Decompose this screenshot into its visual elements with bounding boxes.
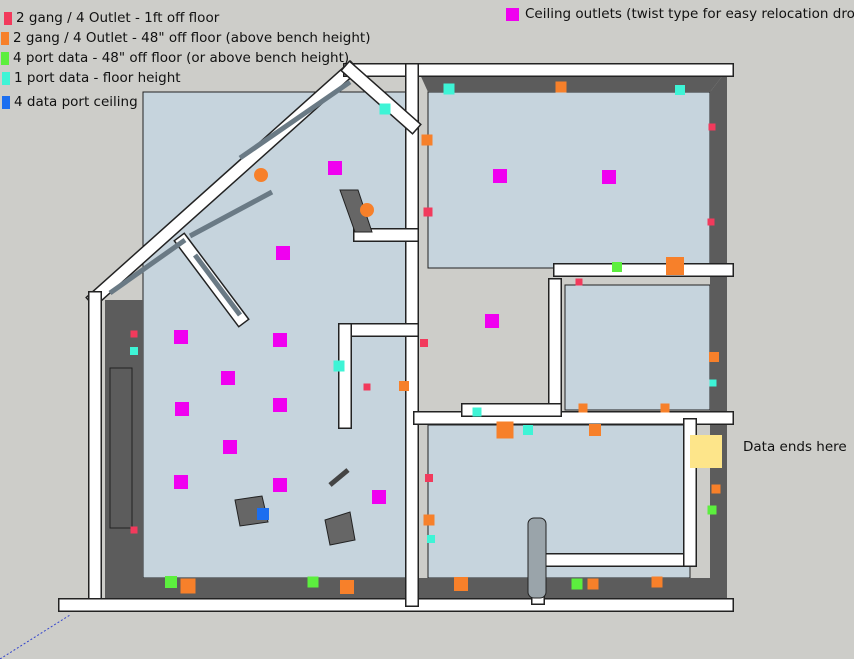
outlet-high-marker [421, 134, 433, 146]
wall-top [87, 62, 358, 306]
window [238, 79, 352, 161]
ceiling-outlet-marker [273, 333, 287, 347]
window [193, 253, 242, 317]
data-1port-marker [709, 379, 717, 387]
ceiling-outlet-marker [372, 490, 386, 504]
ceiling-outlet-marker [493, 169, 507, 183]
legend-data-1port: 1 port data - floor height [2, 70, 181, 86]
floor-bottom-right-room [427, 424, 691, 579]
outlet-high-marker [340, 580, 354, 594]
outlet-low-marker [425, 474, 433, 482]
swatch-red [4, 11, 12, 25]
legend-ceiling-outlet: Ceiling outlets (twist type for easy rel… [506, 6, 854, 22]
column [324, 511, 356, 546]
outlet-low-marker [420, 339, 428, 347]
data-1port-marker [379, 103, 391, 115]
outlet-high-marker [496, 421, 514, 439]
outlet-high-marker [589, 424, 601, 436]
ceiling-outlet-marker [174, 330, 188, 344]
outlet-low-marker [423, 207, 433, 217]
outlet-high-marker [180, 578, 196, 594]
data-1port-marker [333, 360, 345, 372]
ceiling-outlet-marker [328, 161, 342, 175]
outlet-high-round-marker [254, 168, 268, 182]
post [328, 468, 350, 487]
outlet-high-marker [555, 81, 567, 93]
legend-data-4port: 4 port data - 48" off floor (or above be… [1, 50, 349, 66]
outlet-high-marker [423, 514, 435, 526]
data-1port-marker [130, 347, 138, 355]
data-ends-marker [690, 435, 722, 468]
outlet-high-round-marker [360, 203, 374, 217]
legend-outlet-low: 2 gang / 4 Outlet - 1ft off floor [4, 10, 219, 26]
ceiling-outlet-marker [485, 314, 499, 328]
data-4port-marker [165, 576, 177, 588]
ceiling-outlet-marker [602, 170, 616, 184]
axis-line [0, 614, 71, 659]
floor-middle-right-room [564, 284, 711, 411]
window [108, 237, 187, 296]
outlet-low-marker [575, 278, 583, 286]
door-outline [109, 367, 133, 529]
outlet-low-marker [707, 218, 715, 226]
data-1port-marker [443, 83, 455, 95]
outlet-high-marker [711, 484, 721, 494]
data-4port-marker [571, 578, 583, 590]
swatch-green [1, 51, 9, 65]
swatch-cyan [2, 71, 10, 85]
ceiling-outlet-marker [223, 440, 237, 454]
outlet-low-marker [708, 123, 716, 131]
data-4port-marker [612, 262, 622, 272]
outlet-low-marker [130, 526, 138, 534]
swatch-blue [2, 95, 10, 109]
wall-left [105, 300, 143, 598]
outlet-low-marker [363, 383, 371, 391]
data-4port-marker [707, 505, 717, 515]
outlet-high-marker [651, 576, 663, 588]
ceiling-outlet-marker [273, 398, 287, 412]
outlet-high-marker [660, 403, 670, 413]
data-4port-marker [307, 576, 319, 588]
legend-outlet-high: 2 gang / 4 Outlet - 48" off floor (above… [1, 30, 371, 46]
ceiling-outlet-marker [175, 402, 189, 416]
outlet-high-marker [578, 403, 588, 413]
outlet-high-marker [399, 381, 409, 391]
data-1port-marker [675, 85, 685, 95]
legend-data-ceiling: 4 data port ceiling [2, 94, 138, 110]
ceiling-outlet-marker [221, 371, 235, 385]
outlet-high-marker [454, 577, 468, 591]
ceiling-outlet-marker [276, 246, 290, 260]
outlet-high-marker [666, 257, 684, 275]
wall-top [342, 62, 420, 133]
wall-right [710, 70, 727, 598]
column [527, 517, 547, 599]
data-1port-marker [523, 425, 533, 435]
data-1port-marker [427, 535, 435, 543]
swatch-orange [1, 31, 9, 45]
outlet-high-marker [709, 352, 719, 362]
data-1port-marker [472, 407, 482, 417]
ceiling-outlet-marker [174, 475, 188, 489]
data-ends-label: Data ends here [743, 439, 847, 455]
column [339, 189, 373, 233]
ceiling-outlet-marker [273, 478, 287, 492]
outlet-high-marker [587, 578, 599, 590]
outlet-low-marker [130, 330, 138, 338]
swatch-magenta [506, 7, 519, 21]
data-ceiling-marker [257, 508, 269, 520]
window [188, 189, 274, 239]
floor-top-right-room [427, 91, 711, 269]
